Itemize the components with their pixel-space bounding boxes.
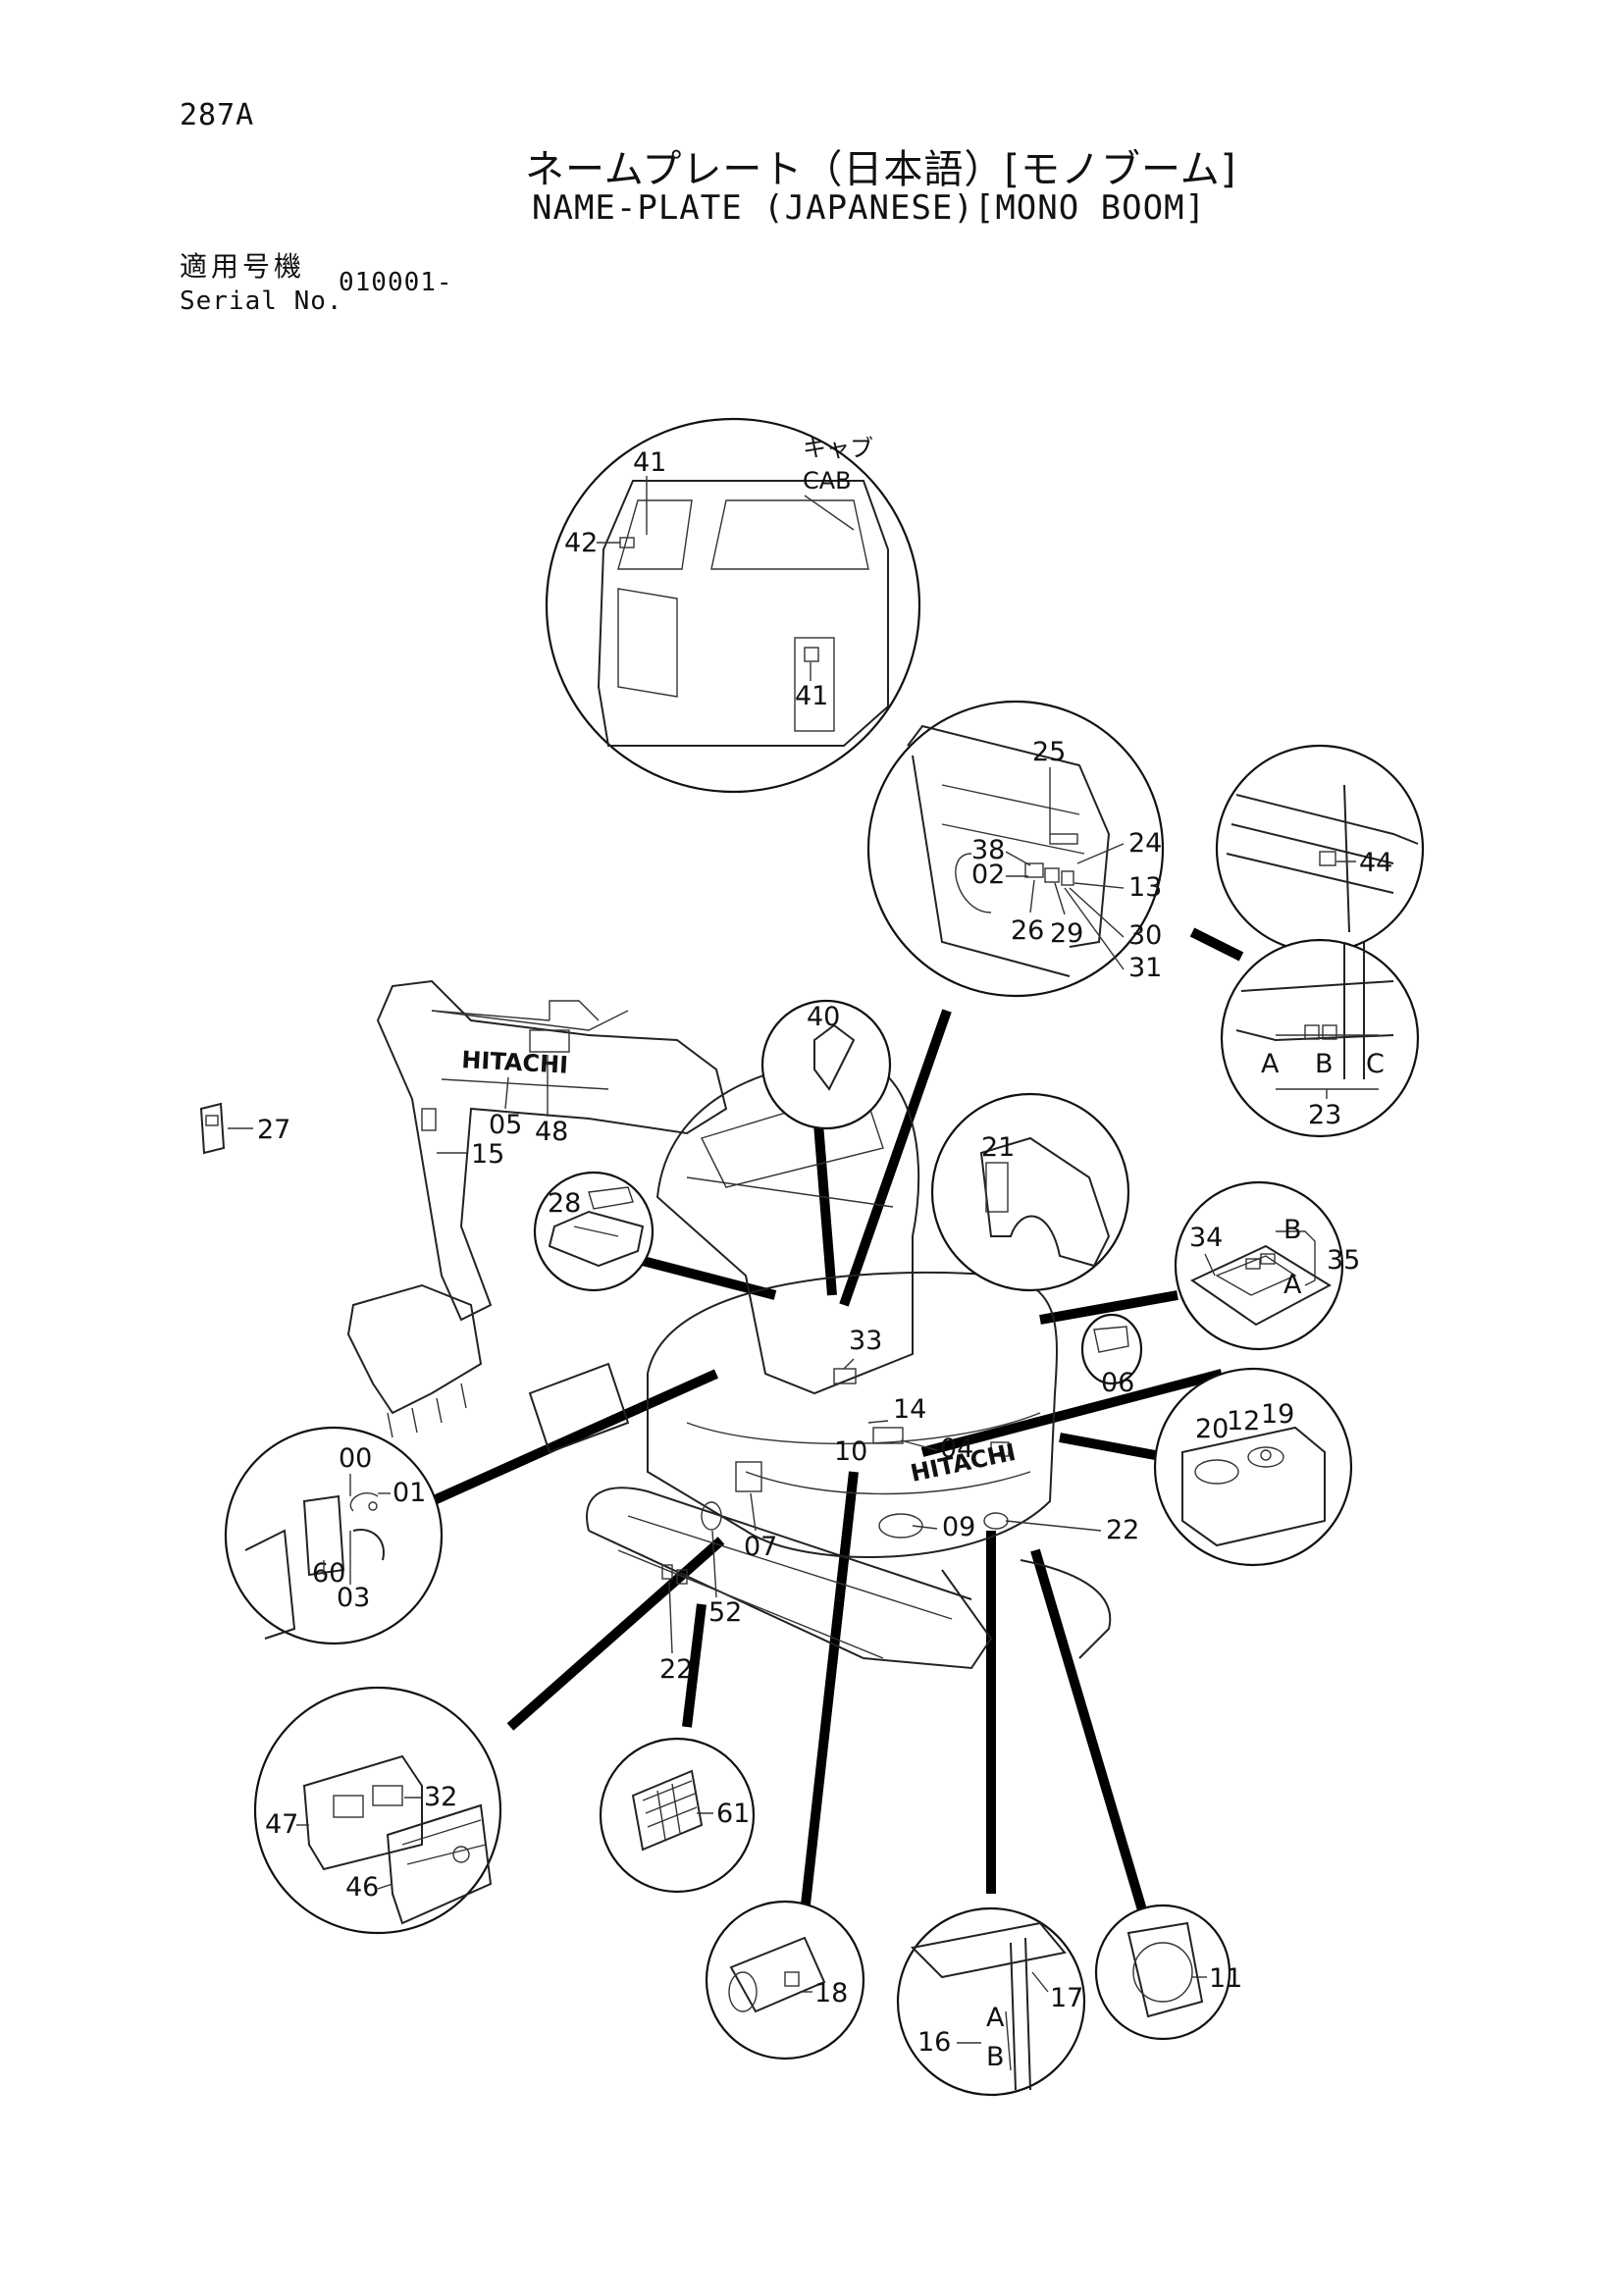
callout-A: A [1283,1270,1302,1300]
callout-48: 48 [535,1117,568,1147]
serial-label-japanese: 適用号機 [180,250,306,283]
detail-bubble-21 [930,1092,1130,1292]
callout-24: 24 [1128,828,1162,859]
callout-41: 41 [633,447,666,478]
callout-A: A [986,2003,1005,2033]
callout-09: 09 [942,1512,975,1542]
callout-35: 35 [1327,1245,1360,1276]
detail-bubble-35 [1174,1180,1344,1351]
detail-bubble-11 [1094,1904,1231,2041]
callout-27: 27 [257,1115,290,1145]
plate-27 [199,1102,253,1155]
callout-17: 17 [1050,1983,1083,2013]
callout-30: 30 [1128,920,1162,951]
callout-07: 07 [744,1532,777,1562]
callout-20: 20 [1195,1414,1229,1444]
callout-A: A [1261,1049,1280,1079]
callout-12: 12 [1227,1406,1260,1436]
callout-23: 23 [1308,1100,1341,1130]
callout-52: 52 [708,1597,742,1628]
callout-15: 15 [471,1139,504,1170]
callout-01: 01 [393,1478,426,1508]
detail-bubble-tank [1153,1367,1353,1567]
callout-03: 03 [337,1583,370,1613]
callout-33: 33 [849,1326,882,1356]
callout-47: 47 [265,1809,298,1840]
callout-29: 29 [1050,918,1083,949]
callout-22: 22 [1106,1515,1139,1545]
callout-31: 31 [1128,953,1162,983]
callout-06: 06 [1101,1368,1134,1398]
callout-32: 32 [424,1782,457,1812]
callout-42: 42 [564,528,598,558]
callout-44: 44 [1359,848,1392,878]
callout-34: 34 [1189,1223,1223,1253]
callout-40: 40 [807,1002,840,1032]
callout-22: 22 [659,1654,693,1685]
callout-60: 60 [312,1558,345,1589]
detail-bubble-00 [224,1426,444,1645]
detail-bubble-46 [253,1686,502,1935]
callout-46: 46 [345,1872,379,1903]
callout-16: 16 [917,2027,951,2058]
callout-B: B [1283,1215,1302,1245]
callout-C: C [1366,1049,1385,1079]
serial-label-english: Serial No. [180,287,343,316]
cab-label-japanese: キャブ [803,435,873,462]
detail-bubble-40 [760,999,892,1130]
title-japanese: ネームプレート（日本語）[モノブーム] [525,147,1237,192]
callout-25: 25 [1032,737,1066,767]
detail-bubble-28 [533,1171,654,1292]
callout-10: 10 [834,1436,867,1467]
callout-05: 05 [489,1110,522,1140]
callout-38: 38 [971,835,1005,865]
callout-14: 14 [893,1394,926,1425]
callout-26: 26 [1011,915,1044,946]
detail-bubble-18 [705,1900,865,2061]
cab-label-english: CAB [803,467,852,495]
page-number: 287A [180,98,255,132]
callout-61: 61 [716,1799,750,1829]
title-english: NAME-PLATE (JAPANESE)[MONO BOOM] [532,188,1207,228]
callout-04: 04 [940,1434,973,1464]
callout-00: 00 [339,1443,372,1474]
callout-02: 02 [971,860,1005,890]
callout-B: B [986,2042,1005,2072]
detail-bubble-06 [1080,1313,1143,1385]
detail-leader-lines [429,927,1244,1915]
callout-21: 21 [981,1132,1015,1163]
detail-bubble-cab [545,417,921,794]
detail-bubble-console [866,700,1165,998]
detail-bubble-23 [1220,938,1420,1138]
callout-13: 13 [1128,872,1162,903]
callout-41: 41 [795,681,828,711]
boom-brand-text: HITACHI [461,1046,569,1079]
callout-B: B [1315,1049,1334,1079]
callout-11: 11 [1209,1963,1242,1994]
detail-bubble-17 [896,1906,1086,2097]
callout-18: 18 [814,1978,848,2009]
detail-bubble-61 [599,1737,756,1894]
serial-number-value: 010001- [339,268,453,297]
callout-19: 19 [1261,1399,1294,1430]
callout-28: 28 [548,1188,581,1219]
